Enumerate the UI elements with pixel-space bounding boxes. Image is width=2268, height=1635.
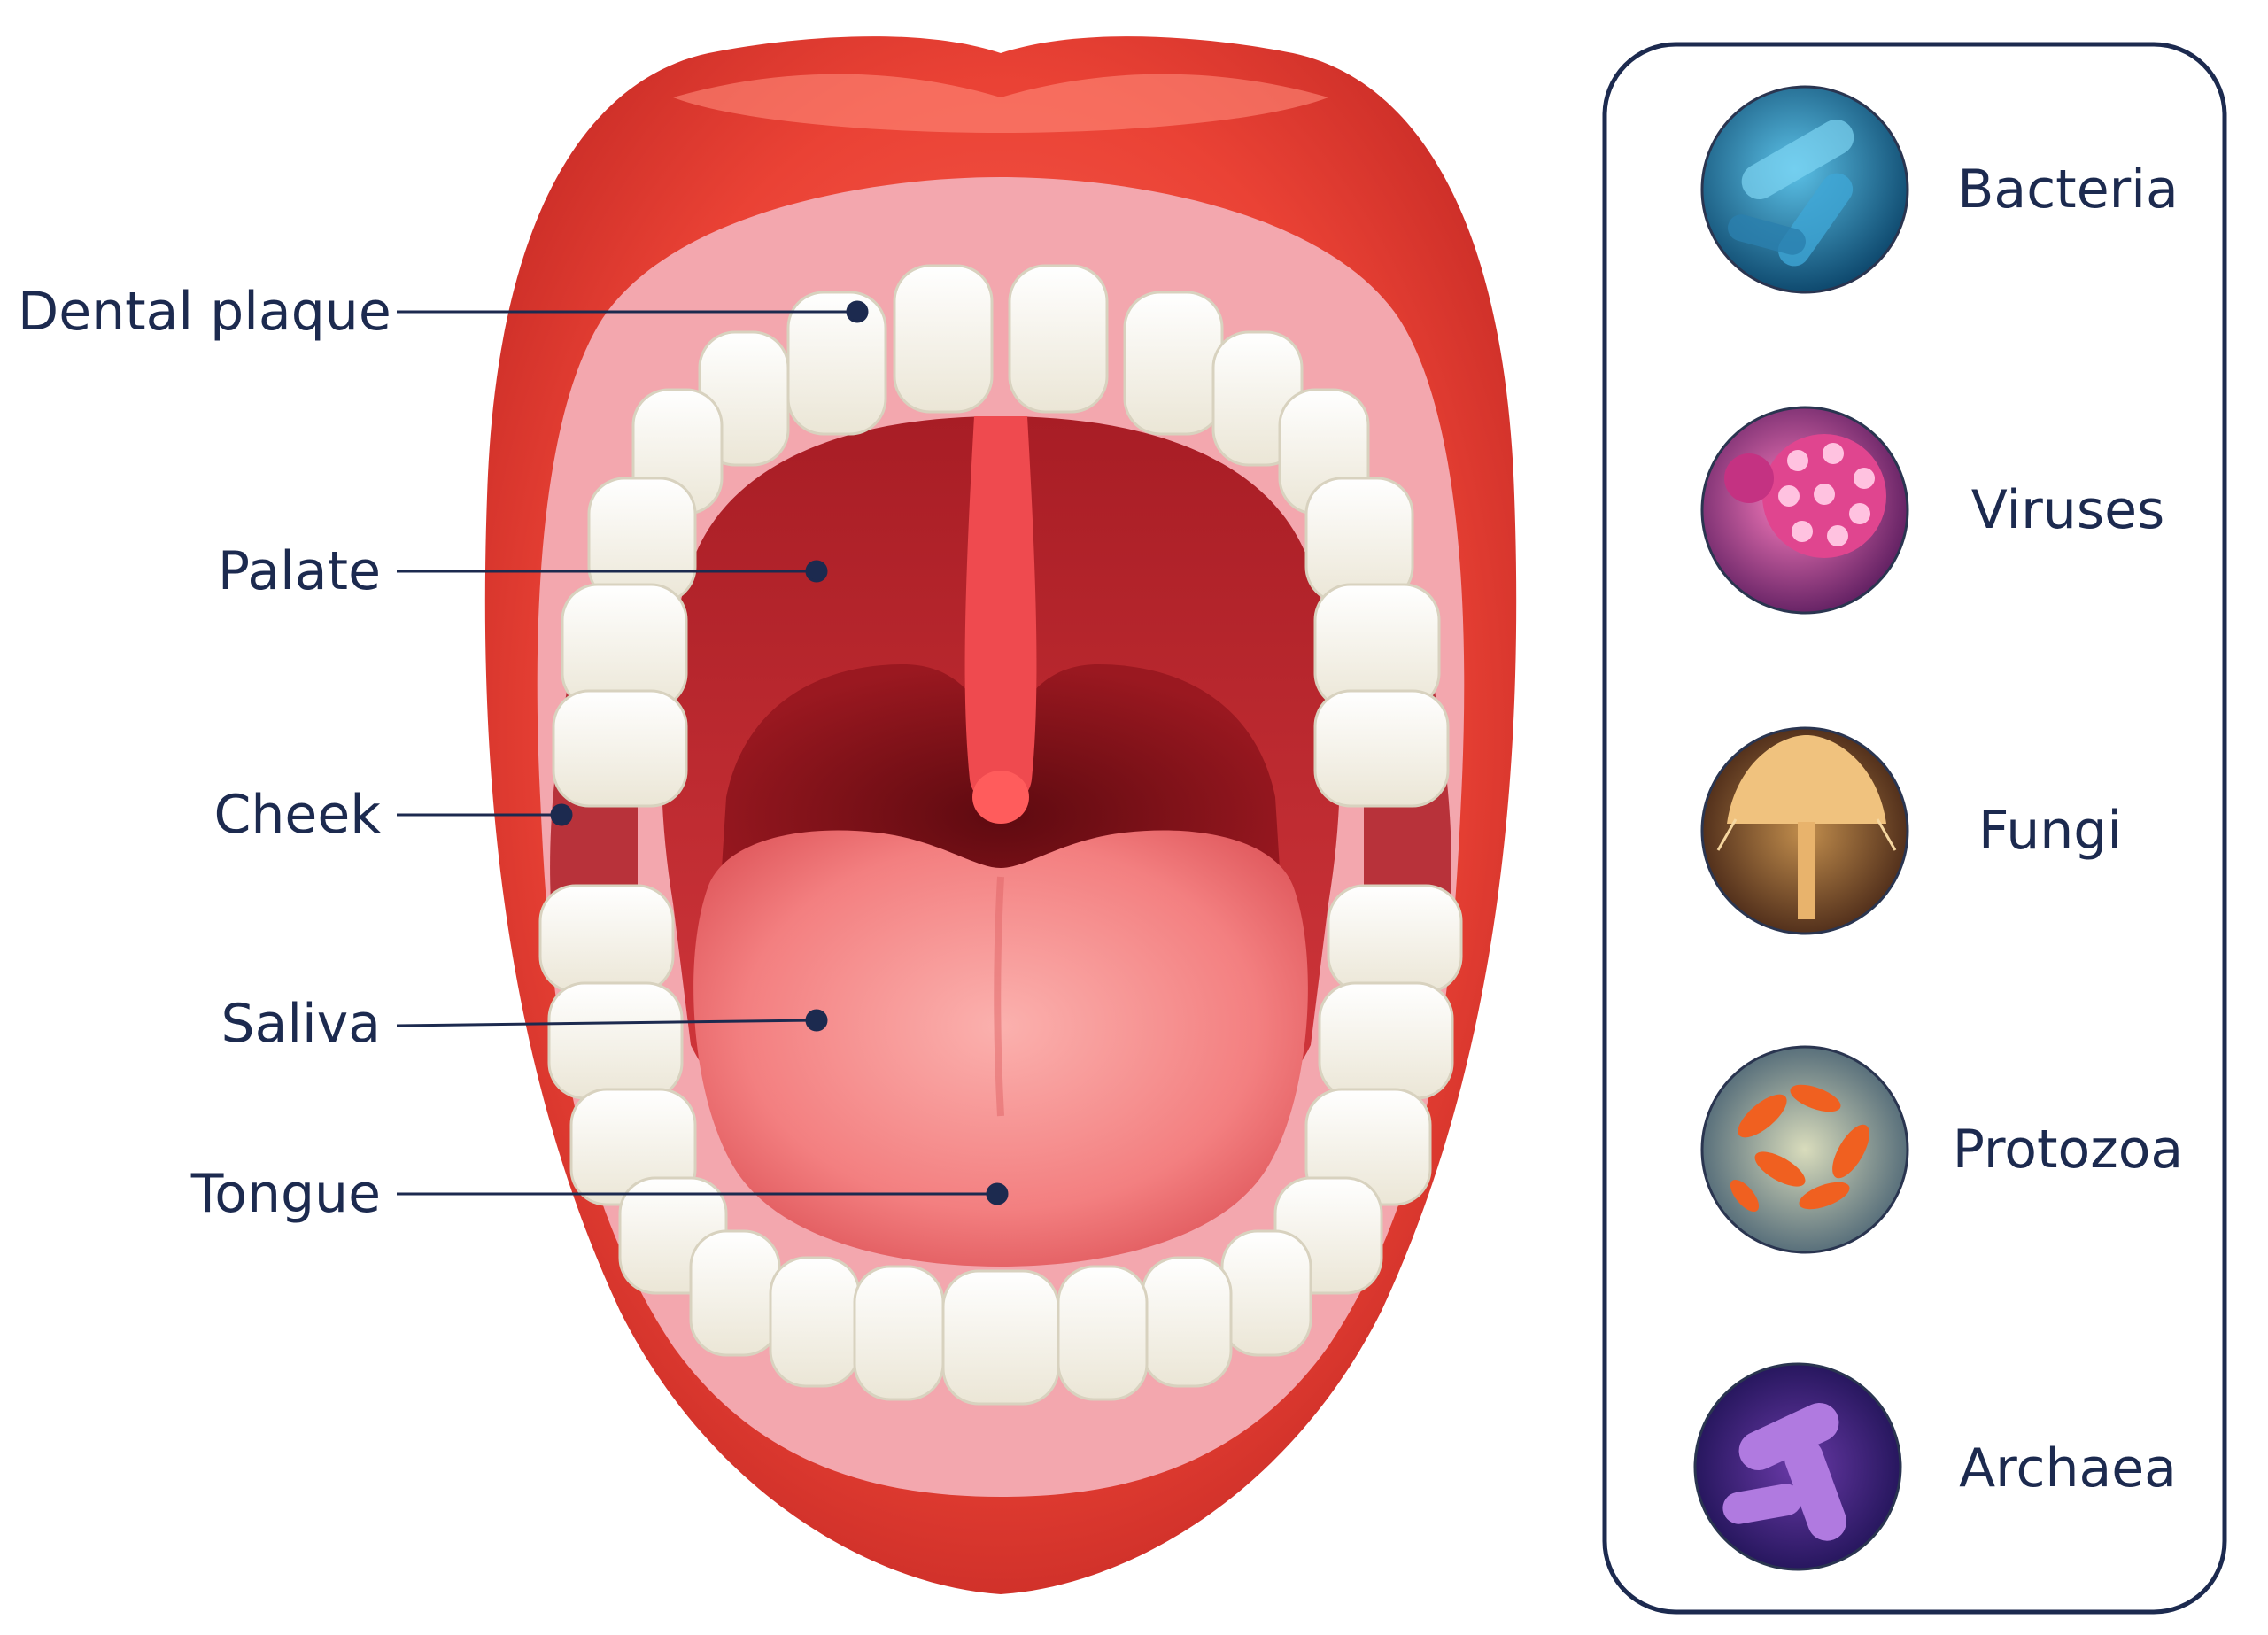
label-fungi: Fungi (1978, 800, 2123, 862)
leader-saliva (396, 1019, 817, 1027)
marker-dental-plaque (846, 300, 869, 323)
label-dental-plaque: Dental plaque (18, 281, 391, 343)
lower-teeth (538, 884, 1463, 1406)
marker-cheek (550, 803, 573, 826)
label-protozoa: Protozoa (1952, 1119, 2184, 1181)
leader-lines (396, 300, 1009, 1205)
label-archaea: Archaea (1959, 1437, 2177, 1499)
lip-highlight (673, 74, 1328, 133)
upper-teeth (552, 264, 1450, 808)
uvula-tip (972, 771, 1029, 824)
label-palate: Palate (217, 540, 381, 602)
label-bacteria: Bacteria (1957, 159, 2179, 221)
label-saliva: Saliva (221, 993, 381, 1055)
uvula (964, 416, 1037, 806)
label-viruses: Viruses (1970, 479, 2165, 541)
marker-tongue (986, 1182, 1009, 1205)
label-cheek: Cheek (213, 784, 382, 846)
marker-saliva (805, 1009, 828, 1032)
label-tongue: Tongue (190, 1163, 381, 1225)
marker-palate (805, 560, 828, 583)
tongue-center-line (994, 876, 1004, 1117)
